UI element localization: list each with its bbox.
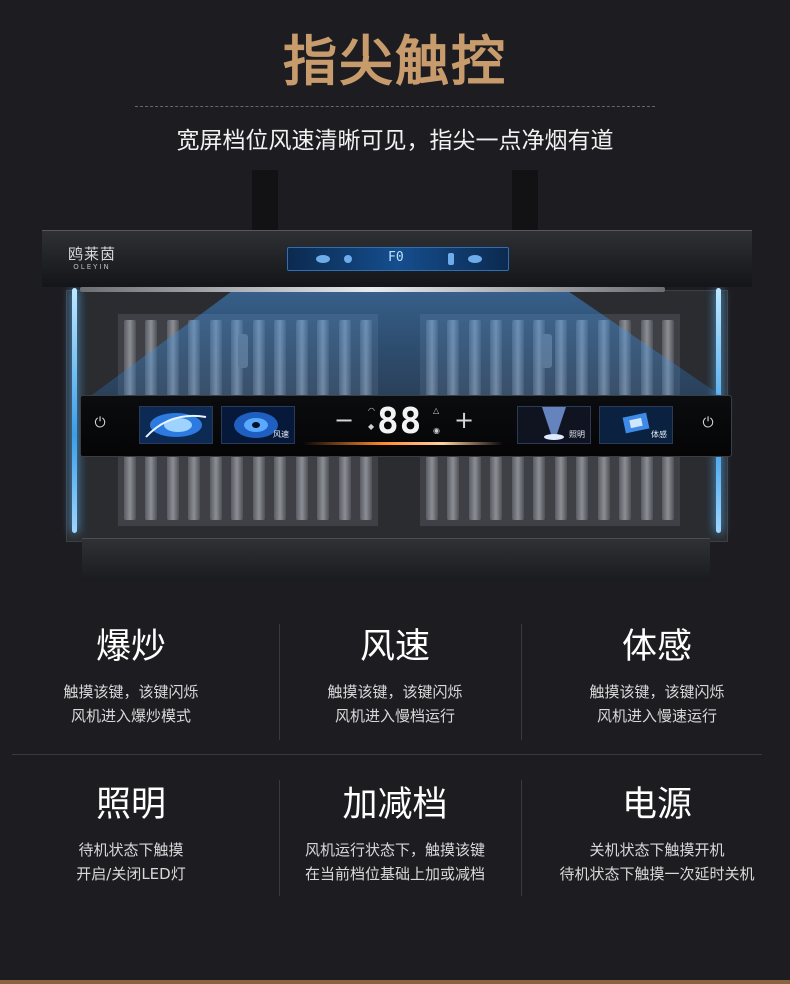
feature-power: 电源 关机状态下触摸开机 待机状态下触摸一次延时关机: [526, 782, 788, 886]
light-beam-icon: [518, 407, 590, 443]
brand-logo: 鸥莱茵 OLEYIN: [68, 245, 116, 272]
power-icon[interactable]: ⏻: [94, 415, 106, 431]
brand-name-cn: 鸥莱茵: [68, 245, 117, 263]
feature-gear-adjust: 加减档 风机运行状态下，触摸该键 在当前档位基础上加或减档: [264, 782, 526, 886]
feature-title: 加减档: [342, 785, 448, 825]
light-button[interactable]: 照明: [517, 406, 591, 444]
row-divider: [12, 754, 762, 755]
range-hood-illustration: 鸥莱茵 OLEYIN F0 ⏻: [0, 170, 790, 590]
light-icon: [448, 253, 454, 265]
column-divider: [521, 624, 522, 740]
motion-sense-label: 体感: [651, 430, 667, 439]
column-divider: [279, 624, 280, 740]
page-subline: 宽屏档位风速清晰可见，指尖一点净烟有道: [176, 128, 614, 154]
page-headline: 指尖触控: [283, 30, 507, 93]
mini-display-readout: F0: [388, 250, 404, 265]
swirl-icon: [344, 255, 352, 263]
feature-description: 触摸该键，该键闪烁 风机进入慢档运行: [327, 683, 463, 725]
feature-title: 照明: [95, 785, 166, 825]
feature-fan-speed: 风速 触摸该键，该键闪烁 风机进入慢档运行: [264, 624, 526, 728]
feature-description: 待机状态下触摸 开启/关闭LED灯: [76, 841, 186, 883]
bottom-accent-line: [0, 980, 790, 984]
feature-description: 触摸该键，该键闪烁 风机进入爆炒模式: [63, 683, 199, 725]
wifi-icon: ◠: [368, 406, 375, 415]
fan-icon: [316, 255, 330, 263]
feature-motion-sense: 体感 触摸该键，该键闪烁 风机进入慢速运行: [526, 624, 788, 728]
column-divider: [521, 780, 522, 896]
vortex-icon: [222, 407, 294, 443]
speed-indicator-bar: [303, 442, 503, 445]
chimney-pipe-right: [512, 170, 538, 232]
chrome-trim: [80, 287, 665, 292]
top-mini-display: F0: [287, 247, 509, 271]
light-label: 照明: [569, 430, 585, 439]
gear-readout: 88: [377, 401, 423, 442]
feature-description: 关机状态下触摸开机 待机状态下触摸一次延时关机: [559, 841, 755, 883]
motion-sense-button[interactable]: 体感: [599, 406, 673, 444]
led-strip-left: [72, 288, 77, 533]
hood-base: [82, 538, 710, 581]
brand-name-en: OLEYIN: [73, 263, 111, 271]
feature-title: 风速: [359, 627, 430, 667]
feature-title: 爆炒: [95, 627, 166, 667]
droplet-icon: ◆: [368, 422, 375, 431]
hood-canopy: 鸥莱茵 OLEYIN F0: [42, 230, 752, 287]
chip-sensor-icon: [600, 407, 672, 443]
column-divider: [279, 780, 280, 896]
feature-title: 电源: [621, 785, 692, 825]
minus-button[interactable]: −: [334, 406, 355, 434]
feature-description: 触摸该键，该键闪烁 风机进入慢速运行: [589, 683, 725, 725]
dashed-divider: [135, 106, 655, 107]
chip-icon: [468, 255, 482, 263]
plus-button[interactable]: +: [454, 406, 475, 434]
feature-stir-fry: 爆炒 触摸该键，该键闪烁 风机进入爆炒模式: [0, 624, 262, 728]
fan-speed-button[interactable]: 风速: [221, 406, 295, 444]
power-icon-right[interactable]: ⏻: [702, 415, 714, 431]
flame-swirl-icon: [140, 407, 212, 443]
timer-icon: ◉: [433, 426, 440, 435]
feature-description: 风机运行状态下，触摸该键 在当前档位基础上加或减档: [304, 841, 485, 883]
stir-fry-button[interactable]: [139, 406, 213, 444]
feature-title: 体感: [621, 627, 692, 667]
chimney-pipe-left: [252, 170, 278, 232]
touch-control-panel: ⏻ 风速 − ◠ ◆ 88 △ ◉ +: [80, 395, 732, 457]
fan-speed-label: 风速: [273, 430, 289, 439]
fan-indicator-icon: △: [433, 406, 440, 415]
feature-lighting: 照明 待机状态下触摸 开启/关闭LED灯: [0, 782, 262, 886]
